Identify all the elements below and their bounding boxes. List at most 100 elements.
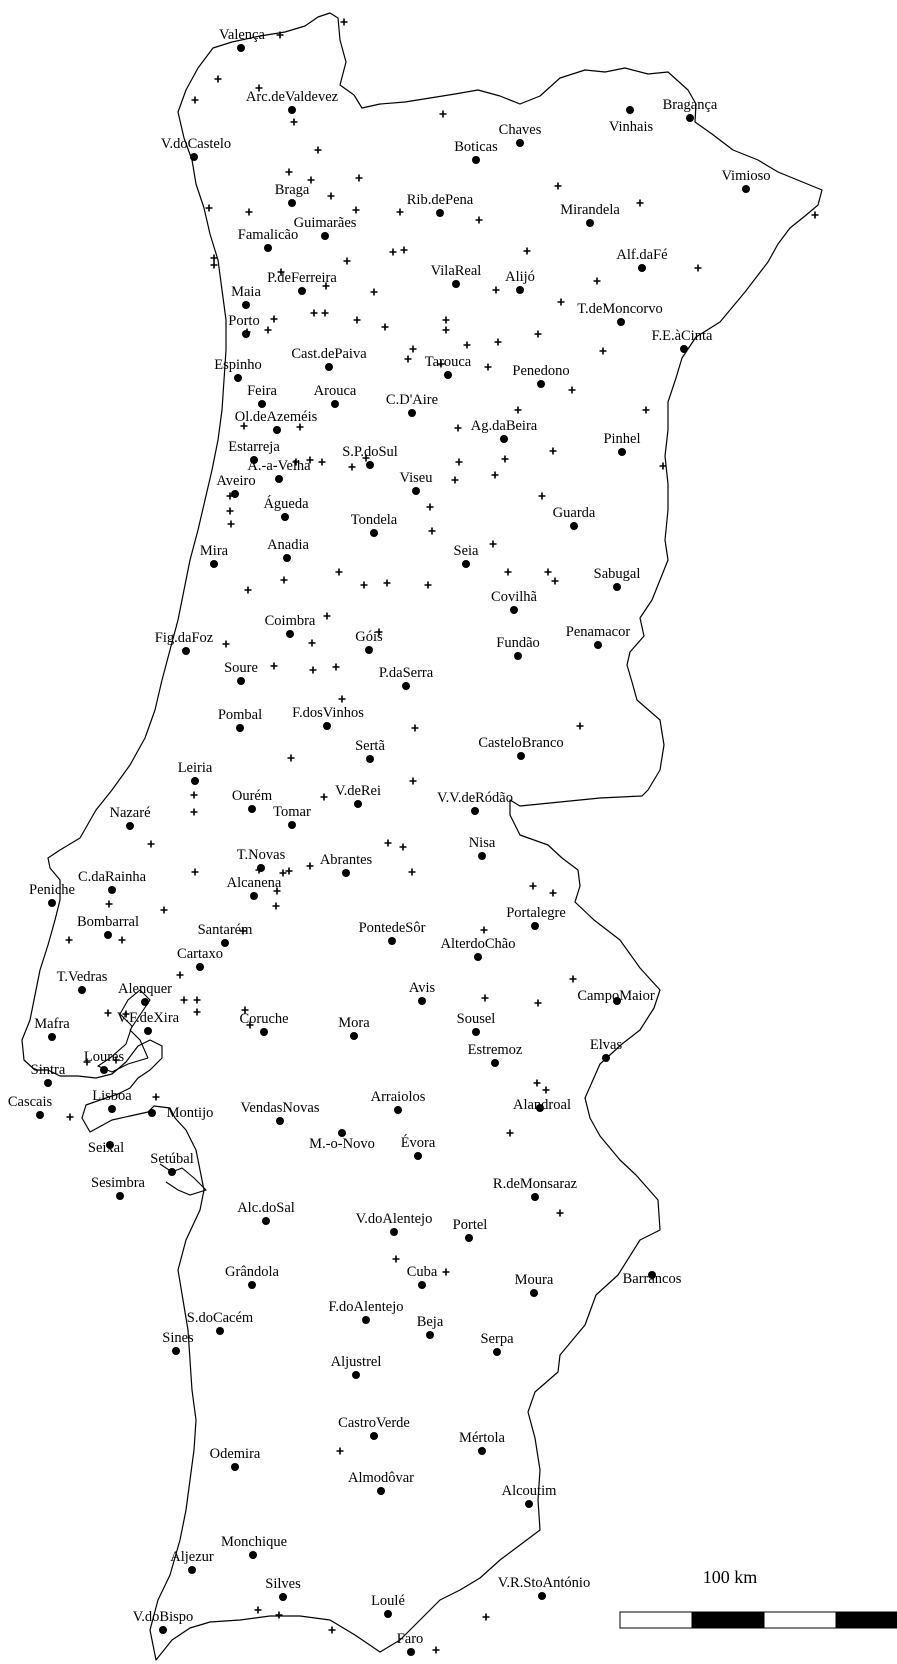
city-label-fund-o: Fundão xyxy=(496,635,540,651)
city-dot-s-docac-m xyxy=(216,1327,224,1335)
city-label-castroverde: CastroVerde xyxy=(338,1415,410,1431)
town-cross-marker xyxy=(264,326,272,334)
town-cross-marker xyxy=(118,936,126,944)
city-dot-ag-dabeira xyxy=(500,435,508,443)
town-cross-marker xyxy=(551,577,559,585)
city-label-arouca: Arouca xyxy=(314,383,357,399)
town-cross-marker xyxy=(442,316,450,324)
city-label-bombarral: Bombarral xyxy=(77,914,139,930)
town-cross-marker xyxy=(306,456,314,464)
town-cross-marker xyxy=(599,347,607,355)
city-label-rib-depena: Rib.dePena xyxy=(407,192,474,208)
town-cross-marker xyxy=(191,96,199,104)
city-dot-our-m xyxy=(248,805,256,813)
town-cross-marker xyxy=(270,315,278,323)
city-label-coruche: Coruche xyxy=(239,1011,288,1027)
town-cross-marker xyxy=(439,110,447,118)
town-cross-marker xyxy=(549,889,557,897)
town-cross-marker xyxy=(226,507,234,515)
town-cross-marker xyxy=(227,520,235,528)
city-label-maia: Maia xyxy=(231,284,261,300)
city-dot-v-f-dexira xyxy=(144,1027,152,1035)
town-cross-marker xyxy=(494,338,502,346)
city-label-santar-m: Santarém xyxy=(198,922,253,938)
city-dot-coimbra xyxy=(286,630,294,638)
city-label-mira: Mira xyxy=(200,543,229,559)
city-label-vendasnovas: VendasNovas xyxy=(241,1100,320,1116)
city-dot-aljustrel xyxy=(352,1371,360,1379)
town-cross-marker xyxy=(190,808,198,816)
city-dot-faro xyxy=(407,1648,415,1656)
town-cross-marker xyxy=(327,192,335,200)
town-cross-marker xyxy=(285,168,293,176)
city-label-s-p-dosul: S.P.doSul xyxy=(342,444,398,460)
city-dot-alenquer xyxy=(141,998,149,1006)
town-cross-marker xyxy=(428,527,436,535)
town-cross-marker xyxy=(83,1058,91,1066)
town-cross-marker xyxy=(694,264,702,272)
city-label-viseu: Viseu xyxy=(400,470,433,486)
town-cross-marker xyxy=(533,1079,541,1087)
city-label-r-demonsaraz: R.deMonsaraz xyxy=(493,1176,578,1192)
city-dot-sabugal xyxy=(613,583,621,591)
city-label-guarda: Guarda xyxy=(553,505,596,521)
city-dot-estremoz xyxy=(491,1059,499,1067)
town-cross-marker xyxy=(353,316,361,324)
town-cross-marker xyxy=(332,663,340,671)
city-label-tarouca: Tarouca xyxy=(425,354,472,370)
city-dot-pinhel xyxy=(618,448,626,456)
city-label-t-demoncorvo: T.deMoncorvo xyxy=(577,301,663,317)
city-dot-guarda xyxy=(570,522,578,530)
town-markers xyxy=(65,18,819,1654)
town-cross-marker xyxy=(147,840,155,848)
town-cross-marker xyxy=(239,927,247,935)
town-cross-marker xyxy=(636,199,644,207)
city-label-avis: Avis xyxy=(409,980,436,996)
town-cross-marker xyxy=(399,843,407,851)
city-label-gr-ndola: Grândola xyxy=(225,1264,280,1280)
city-dot-cartaxo xyxy=(196,963,204,971)
city-dot-feira xyxy=(258,400,266,408)
city-label-beja: Beja xyxy=(417,1314,444,1330)
city-label-c-d-aire: C.D'Aire xyxy=(386,392,438,408)
town-cross-marker xyxy=(489,540,497,548)
city-label-seixal: Seixal xyxy=(88,1140,124,1156)
city-dot-a-a-velha xyxy=(275,475,283,483)
town-cross-marker xyxy=(534,330,542,338)
city-label-loul: Loulé xyxy=(371,1593,405,1609)
town-cross-marker xyxy=(214,75,222,83)
city-label-bragan-a: Bragança xyxy=(663,97,718,113)
town-cross-marker xyxy=(554,182,562,190)
city-dot-tarouca xyxy=(444,371,452,379)
city-label-boticas: Boticas xyxy=(454,139,498,155)
town-cross-marker xyxy=(463,341,471,349)
city-dot-viseu xyxy=(412,487,420,495)
city-label-a-a-velha: A.-a-Velha xyxy=(247,458,311,474)
city-dot-f-doalentejo xyxy=(362,1316,370,1324)
town-cross-marker xyxy=(569,975,577,983)
town-cross-marker xyxy=(426,503,434,511)
city-label-valen-a: Valença xyxy=(219,27,265,43)
city-label-penamacor: Penamacor xyxy=(566,624,631,640)
city-dot-tondela xyxy=(370,529,378,537)
town-cross-marker xyxy=(318,458,326,466)
town-cross-marker xyxy=(432,1646,440,1654)
city-label-peniche: Peniche xyxy=(29,882,75,898)
town-cross-marker xyxy=(292,458,300,466)
city-dot-v-derei xyxy=(354,800,362,808)
town-cross-marker xyxy=(556,1209,564,1217)
city-label-aveiro: Aveiro xyxy=(216,473,255,489)
city-dot-lisboa xyxy=(108,1105,116,1113)
city-label-sabugal: Sabugal xyxy=(594,566,641,582)
city-dot-boticas xyxy=(472,156,480,164)
town-cross-marker xyxy=(105,900,113,908)
town-cross-marker xyxy=(381,323,389,331)
town-cross-marker xyxy=(320,793,328,801)
city-dot-fig-dafoz xyxy=(182,647,190,655)
city-label-odemira: Odemira xyxy=(210,1446,261,1462)
town-cross-marker xyxy=(437,360,445,368)
city-label-anadia: Anadia xyxy=(267,537,309,553)
town-cross-marker xyxy=(245,208,253,216)
city-dot-castelobranco xyxy=(517,752,525,760)
town-cross-marker xyxy=(360,581,368,589)
